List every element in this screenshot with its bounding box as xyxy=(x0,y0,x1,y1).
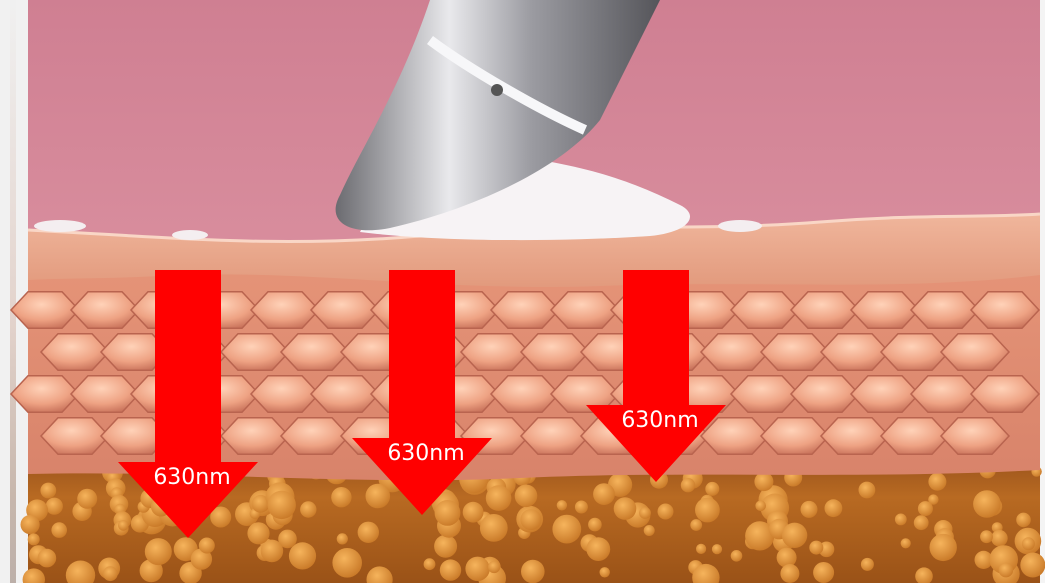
fat-cell xyxy=(731,550,743,562)
fat-cell xyxy=(754,472,773,491)
fat-cell xyxy=(696,544,706,554)
fat-cell xyxy=(366,484,391,509)
fat-cell xyxy=(681,478,695,492)
fat-cell xyxy=(557,500,567,510)
fat-cell xyxy=(521,560,545,583)
fat-cell xyxy=(358,522,379,543)
fat-cell xyxy=(575,501,588,514)
fat-cell xyxy=(1020,553,1045,578)
fat-cell xyxy=(488,561,500,573)
fat-cell xyxy=(928,473,946,491)
fat-cell xyxy=(825,499,843,517)
fat-cell xyxy=(440,559,461,580)
fat-cell xyxy=(145,538,172,565)
fat-cell xyxy=(658,504,674,520)
fat-cell xyxy=(930,534,957,561)
gel-droplet xyxy=(172,230,208,240)
fat-cell xyxy=(813,562,834,583)
fat-cell xyxy=(520,509,541,530)
fat-cell xyxy=(600,567,610,577)
fat-cell xyxy=(515,485,538,508)
fat-cell xyxy=(300,501,316,517)
fat-cell xyxy=(914,515,929,530)
gel-droplet xyxy=(34,220,86,232)
fat-cell xyxy=(486,485,512,511)
fat-cell xyxy=(463,502,484,523)
fat-cell xyxy=(614,497,637,520)
fat-cell xyxy=(780,564,799,583)
fat-cell xyxy=(690,519,702,531)
fat-cell xyxy=(999,563,1014,578)
fat-cell xyxy=(861,558,874,571)
fat-cell xyxy=(593,483,615,505)
fat-cell xyxy=(809,541,823,555)
wavelength-label: 630nm xyxy=(621,408,698,433)
fat-cell xyxy=(247,522,269,544)
fat-cell xyxy=(801,501,818,518)
fat-cell xyxy=(465,557,489,581)
fat-cell xyxy=(755,501,766,512)
fat-cell xyxy=(103,566,118,581)
fat-cell xyxy=(337,533,348,544)
fat-cell xyxy=(38,549,57,568)
fat-cell xyxy=(552,515,581,544)
fat-cell xyxy=(973,490,1001,518)
fat-cell xyxy=(782,523,807,548)
fat-cell xyxy=(705,482,719,496)
fat-cell xyxy=(46,498,63,515)
fat-cell xyxy=(588,518,602,532)
fat-cell xyxy=(644,525,655,536)
fat-cell xyxy=(480,514,508,542)
fat-cell xyxy=(261,540,284,563)
fat-cell xyxy=(639,507,651,519)
fat-cell xyxy=(40,483,56,499)
fat-cell xyxy=(51,522,67,538)
wavelength-label: 630nm xyxy=(153,465,230,490)
fat-cell xyxy=(331,487,351,507)
fat-cell xyxy=(424,558,436,570)
fat-cell xyxy=(28,533,40,545)
fat-cell xyxy=(980,530,993,543)
fat-cell xyxy=(1022,537,1035,550)
fat-cell xyxy=(918,501,933,516)
fat-cell xyxy=(21,515,40,534)
wavelength-label: 630nm xyxy=(387,441,464,466)
fat-cell xyxy=(434,535,457,558)
device-screw xyxy=(491,84,503,96)
gel-droplet xyxy=(718,220,762,232)
fat-cell xyxy=(435,500,461,526)
fat-cell xyxy=(991,530,1008,547)
fat-cell xyxy=(77,489,97,509)
fat-cell xyxy=(118,520,129,531)
fat-cell xyxy=(268,491,296,519)
fat-cell xyxy=(695,498,720,523)
fat-cell xyxy=(895,514,907,526)
fat-cell xyxy=(712,544,722,554)
fat-cell xyxy=(859,482,876,499)
fat-cell xyxy=(901,538,911,548)
fat-cell xyxy=(332,548,362,578)
fat-cell xyxy=(1016,513,1031,528)
fat-cell xyxy=(199,538,215,554)
fat-cell xyxy=(586,537,610,561)
